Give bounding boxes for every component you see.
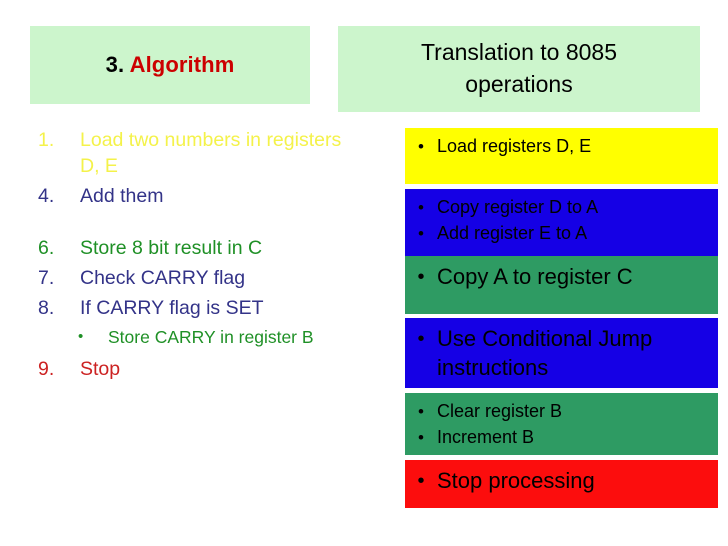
step-marker: 9. — [38, 357, 55, 380]
operation-text: Clear register B — [437, 401, 563, 421]
list-spacer — [38, 214, 358, 236]
operation-text: Increment B — [437, 427, 535, 448]
operation-item: • Stop processing Increment B — [405, 425, 718, 451]
section-title-box-translation: Translation to 8085 operations — [338, 26, 700, 112]
step-text: Stop — [80, 357, 121, 380]
bullet-icon: • — [418, 224, 424, 244]
translation-title-line2: operations — [465, 71, 573, 97]
operation-band-copy-a-to-c: • Copy A to register C — [405, 256, 718, 314]
section-title-algorithm: 3. Algorithm — [106, 52, 235, 77]
operation-band-copy-add: • Copy register D to A • Add register E … — [405, 189, 718, 256]
operation-item: • Copy register D to A — [405, 195, 718, 221]
step-marker: 1. — [38, 129, 55, 151]
operation-item: • Use Conditional Jump instructions — [405, 324, 718, 383]
operation-band-conditional-jump: • Use Conditional Jump instructions — [405, 318, 718, 388]
section-title-word: Algorithm — [129, 52, 235, 78]
operation-band-clear-increment: • Clear register B • Stop processing Inc… — [405, 393, 718, 455]
step-text: Check CARRY flag — [80, 266, 246, 289]
operation-band-load: • Load registers D, E — [405, 128, 718, 184]
bullet-icon: • — [417, 328, 425, 350]
section-title-box-algorithm: 3. Algorithm — [30, 26, 310, 104]
algorithm-step-7: 7. Check CARRY flag — [38, 266, 358, 292]
step-text: If CARRY flag is SET — [80, 296, 264, 319]
step-marker: 6. — [38, 236, 55, 259]
section-title-translation: Translation to 8085 operations — [399, 37, 639, 100]
substep-text: Store CARRY in register B — [108, 326, 314, 347]
translation-title-line1: Translation to 8085 — [420, 39, 618, 66]
bullet-icon: • — [417, 266, 425, 288]
bullet-icon: • — [418, 198, 424, 217]
step-text: Store 8 bit result in C — [80, 236, 263, 259]
bullet-icon: • — [418, 428, 424, 448]
algorithm-step-4: 4. Add them — [38, 184, 358, 210]
algorithm-step-6: 6. Store 8 bit result in C — [38, 236, 358, 262]
algorithm-step-list: 1. Load two numbers in registers D, E 4.… — [38, 128, 358, 387]
step-marker: 8. — [38, 296, 55, 319]
operation-text: Load registers D, E — [437, 136, 592, 156]
operation-text: Use Conditional Jump instructions — [437, 326, 653, 380]
operation-text: Stop processing — [437, 468, 595, 493]
bullet-icon: • — [78, 327, 84, 345]
operation-item: • Load registers D, E — [405, 134, 718, 160]
bullet-icon: • — [418, 137, 424, 156]
operation-text: Copy register D to A — [437, 197, 599, 217]
algorithm-substep-store-carry: • Store CARRY in register B — [38, 326, 358, 349]
step-marker: 4. — [38, 184, 55, 207]
section-title-number: 3. — [105, 52, 125, 78]
algorithm-step-9: 9. Stop — [38, 357, 358, 383]
operation-text: Copy A to register C — [437, 264, 633, 289]
operation-item: • Add register E to A — [405, 221, 718, 247]
bullet-icon: • — [418, 402, 424, 421]
algorithm-step-8: 8. If CARRY flag is SET — [38, 296, 358, 322]
operation-text: Add register E to A — [437, 223, 588, 244]
operation-item: • Copy A to register C — [405, 262, 718, 293]
operation-item: • Clear register B — [405, 399, 718, 425]
algorithm-step-1: 1. Load two numbers in registers D, E — [38, 128, 358, 180]
step-text: Add them — [80, 184, 164, 207]
bullet-icon: • — [417, 470, 425, 492]
operation-band-list: • Load registers D, E • Copy register D … — [405, 128, 718, 513]
step-marker: 7. — [38, 266, 55, 289]
operation-band-stop: • Stop processing — [405, 460, 718, 508]
step-text: Load two numbers in registers D, E — [80, 129, 342, 177]
operation-item: • Stop processing — [405, 466, 718, 497]
